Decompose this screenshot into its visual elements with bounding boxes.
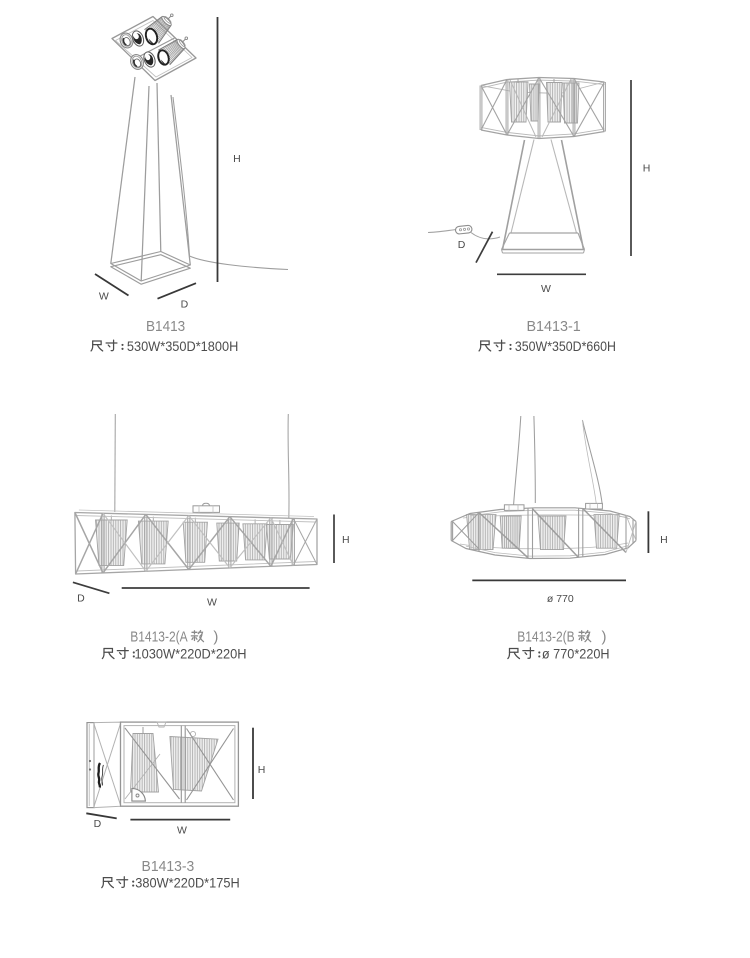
svg-text:B1413-2(A: B1413-2(A <box>130 629 188 646</box>
svg-text:B1413-1: B1413-1 <box>526 318 580 335</box>
svg-text:ø 770*220H: ø 770*220H <box>542 647 610 662</box>
svg-text:W: W <box>177 825 187 837</box>
svg-text:380W*220D*175H: 380W*220D*175H <box>135 876 239 891</box>
svg-text:350W*350D*660H: 350W*350D*660H <box>515 339 616 354</box>
svg-text:D: D <box>458 239 466 251</box>
svg-text:H: H <box>643 163 651 175</box>
svg-text:ø 770: ø 770 <box>547 593 574 605</box>
svg-text:D: D <box>77 593 85 605</box>
svg-text:H: H <box>258 764 266 776</box>
svg-text:W: W <box>207 597 217 609</box>
svg-text:): ) <box>213 629 218 646</box>
svg-text:H: H <box>342 534 350 546</box>
svg-text:D: D <box>94 818 102 830</box>
svg-text:H: H <box>233 153 241 165</box>
svg-text:W: W <box>99 291 109 303</box>
svg-text:W: W <box>541 283 551 295</box>
svg-text:H: H <box>660 534 668 546</box>
svg-text:B1413-2(B: B1413-2(B <box>517 629 575 646</box>
svg-text:B1413-3: B1413-3 <box>142 858 195 875</box>
svg-text:D: D <box>181 298 189 310</box>
svg-text:): ) <box>602 629 607 646</box>
svg-text:1030W*220D*220H: 1030W*220D*220H <box>135 647 247 662</box>
svg-text:530W*350D*1800H: 530W*350D*1800H <box>127 339 238 354</box>
svg-text:B1413: B1413 <box>146 318 185 335</box>
